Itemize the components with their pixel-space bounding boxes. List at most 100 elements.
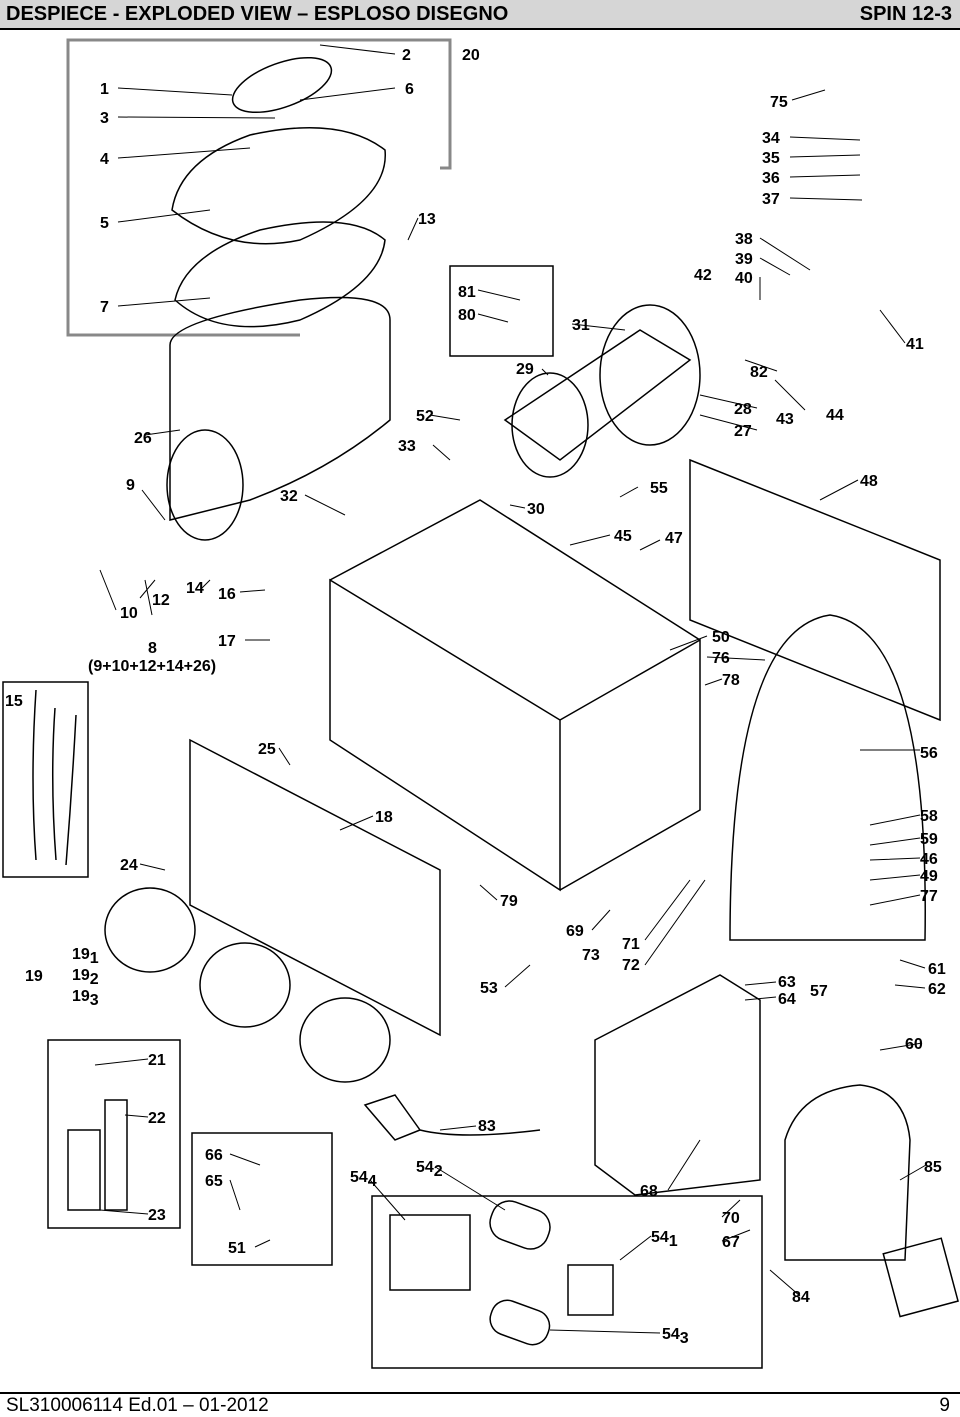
label-22: 22 <box>148 1110 166 1127</box>
label-41: 41 <box>906 336 924 353</box>
label-31: 31 <box>572 317 590 334</box>
exploded-view-diagram: 1 2 20 3 6 4 5 13 7 81 80 31 29 75 34 35… <box>2 38 959 1369</box>
label-44: 44 <box>826 407 844 424</box>
compressor <box>784 1084 911 1261</box>
label-84: 84 <box>792 1289 810 1306</box>
tube-1 <box>32 689 37 861</box>
label-57: 57 <box>810 983 828 1000</box>
label-26: 26 <box>134 430 152 447</box>
label-19: 19 <box>25 968 43 985</box>
label-29: 29 <box>516 361 534 378</box>
bracket-20 <box>66 38 452 337</box>
label-32: 32 <box>280 488 298 505</box>
page-title: DESPIECE - EXPLODED VIEW – ESPLOSO DISEG… <box>6 3 509 25</box>
label-43: 43 <box>776 411 794 428</box>
label-24: 24 <box>120 857 138 874</box>
page-footer: SL310006114 Ed.01 – 01-2012 9 <box>0 1392 960 1416</box>
label-61: 61 <box>928 961 946 978</box>
document-reference: SL310006114 Ed.01 – 01-2012 <box>6 1395 269 1416</box>
capacitor-54-2 <box>489 1200 551 1250</box>
label-73: 73 <box>582 947 600 964</box>
label-76: 76 <box>712 650 730 667</box>
label-21: 21 <box>148 1052 166 1069</box>
label-54-4: 544 <box>350 1169 377 1190</box>
page-number: 9 <box>939 1395 950 1416</box>
side-panel-48 <box>689 458 941 722</box>
power-plug-83 <box>363 1094 541 1141</box>
label-2: 2 <box>402 47 411 64</box>
label-67: 67 <box>722 1234 740 1251</box>
label-7: 7 <box>100 299 109 316</box>
label-16: 16 <box>218 586 236 603</box>
label-19-3: 193 <box>72 988 99 1009</box>
label-34: 34 <box>762 130 780 147</box>
label-25: 25 <box>258 741 276 758</box>
label-52: 52 <box>416 408 434 425</box>
model-name: SPIN 12-3 <box>859 3 952 25</box>
label-8-sub: (9+10+12+14+26) <box>88 658 216 675</box>
label-35: 35 <box>762 150 780 167</box>
label-70: 70 <box>722 1210 740 1227</box>
lid-top <box>231 56 333 114</box>
front-panel-18 <box>189 738 441 1037</box>
capacitor-54-3 <box>489 1299 551 1346</box>
label-55: 55 <box>650 480 668 497</box>
condenser-68 <box>594 974 761 1196</box>
label-48: 48 <box>860 473 878 490</box>
label-53: 53 <box>480 980 498 997</box>
label-15: 15 <box>5 693 23 710</box>
label-36: 36 <box>762 170 780 187</box>
lid-cover <box>171 127 386 245</box>
box-54 <box>371 1195 763 1369</box>
label-18: 18 <box>375 809 393 826</box>
label-10: 10 <box>120 605 138 622</box>
label-28: 28 <box>734 401 752 418</box>
label-19-2: 192 <box>72 967 99 988</box>
label-33: 33 <box>398 438 416 455</box>
lid-gasket <box>174 221 386 328</box>
label-78: 78 <box>722 672 740 689</box>
flange-31 <box>599 304 701 446</box>
label-20: 20 <box>462 47 480 64</box>
label-66: 66 <box>205 1147 223 1164</box>
label-39: 39 <box>735 251 753 268</box>
label-50: 50 <box>712 629 730 646</box>
label-47: 47 <box>665 530 683 547</box>
label-9: 9 <box>126 477 135 494</box>
label-54-3: 543 <box>662 1326 689 1347</box>
leader-lines <box>94 44 927 1334</box>
label-37: 37 <box>762 191 780 208</box>
tube-2 <box>51 707 57 861</box>
label-62: 62 <box>928 981 946 998</box>
box-80-81 <box>449 265 554 357</box>
label-19-1: 191 <box>72 946 99 967</box>
label-5: 5 <box>100 215 109 232</box>
frame <box>329 578 701 892</box>
label-46: 46 <box>920 851 938 868</box>
label-80: 80 <box>458 307 476 324</box>
label-58: 58 <box>920 808 938 825</box>
part-labels: 1 2 20 3 6 4 5 13 7 81 80 31 29 75 34 35… <box>5 47 946 1347</box>
label-69: 69 <box>566 923 584 940</box>
label-83: 83 <box>478 1118 496 1135</box>
label-85: 85 <box>924 1159 942 1176</box>
transformer-23 <box>67 1129 101 1211</box>
label-63: 63 <box>778 974 796 991</box>
label-6: 6 <box>405 81 414 98</box>
top-plate <box>329 499 701 641</box>
label-75: 75 <box>770 94 788 111</box>
label-12: 12 <box>152 592 170 609</box>
label-72: 72 <box>622 957 640 974</box>
label-27: 27 <box>734 423 752 440</box>
relay-54-1 <box>567 1264 614 1316</box>
label-56: 56 <box>920 745 938 762</box>
box-21-23 <box>47 1039 181 1229</box>
label-8: 8 <box>148 640 157 657</box>
bracket-22 <box>104 1099 128 1211</box>
drip-tray-3 <box>299 997 391 1083</box>
label-14: 14 <box>186 580 204 597</box>
tube-3 <box>65 714 77 866</box>
label-51: 51 <box>228 1240 246 1257</box>
arch-56 <box>729 614 926 941</box>
label-30: 30 <box>527 501 545 518</box>
